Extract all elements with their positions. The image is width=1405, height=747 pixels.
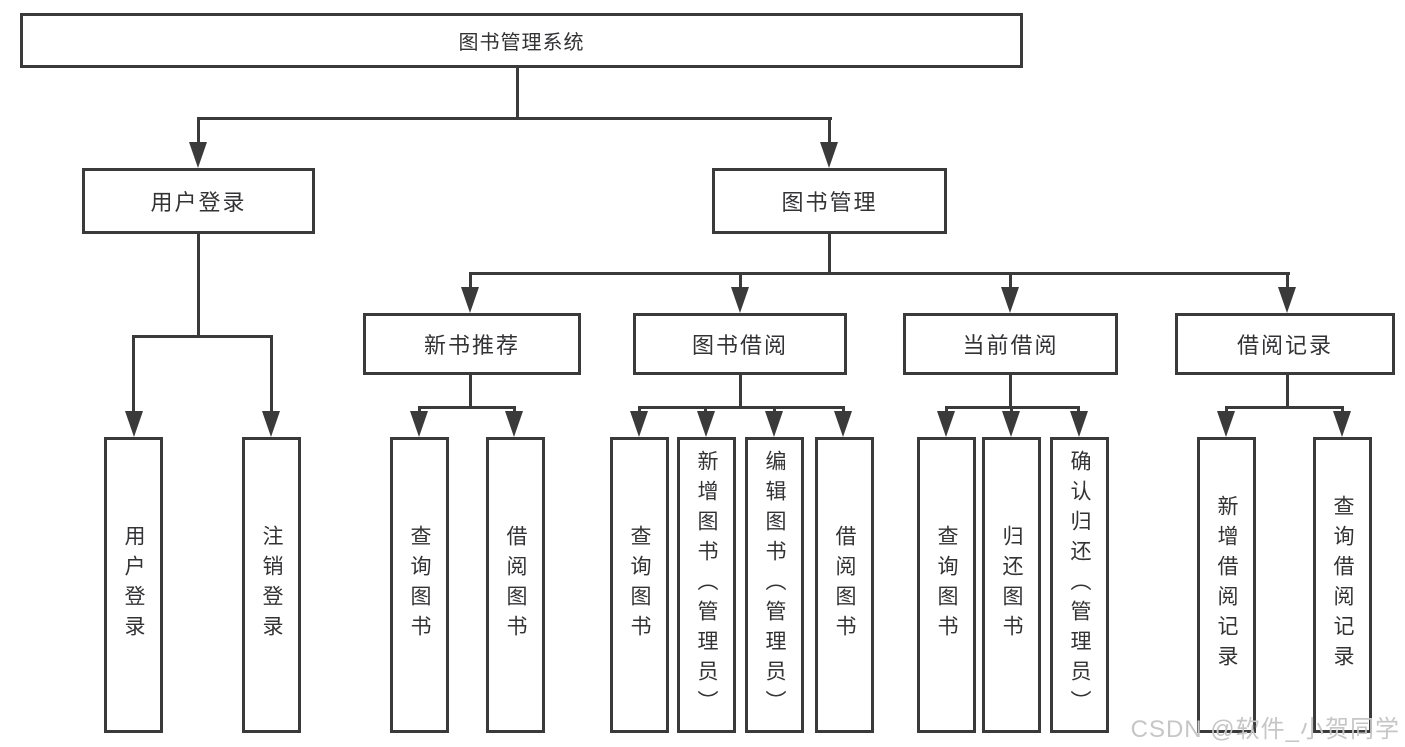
connector-groupA-drop — [469, 375, 472, 408]
arrow-to-book-mgmt — [820, 142, 838, 168]
leaf-label: 新增图书（管理员） — [695, 450, 719, 720]
leaf-label: 新增借阅记录 — [1215, 495, 1239, 675]
leaf-label: 借阅图书 — [504, 525, 528, 645]
connector-groupC-stub-3 — [1077, 406, 1080, 414]
arrow-to-leaf-logout — [262, 411, 280, 437]
leaf-label: 确认归还（管理员） — [1068, 450, 1092, 720]
leaf-borrow-books-2: 借阅图书 — [815, 437, 874, 733]
leaf-query-books-2: 查询图书 — [610, 437, 669, 733]
connector-bookmgmt-drop — [828, 234, 831, 274]
connector-groupA-bus — [418, 406, 516, 409]
connector-root-bus — [197, 117, 832, 120]
leaf-confirm-return-admin: 确认归还（管理员） — [1050, 437, 1109, 733]
connector-bookmgmt-stub-3 — [1009, 272, 1012, 289]
connector-bookmgmt-stub-1 — [469, 272, 472, 289]
connector-groupD-drop — [1286, 375, 1289, 408]
leaf-label: 编辑图书（管理员） — [763, 450, 787, 720]
arrow-groupA-leaf-2 — [505, 411, 523, 437]
connector-groupB-drop — [739, 375, 742, 408]
arrow-groupD-leaf-2 — [1333, 411, 1351, 437]
leaf-label: 归还图书 — [1000, 525, 1024, 645]
connector-groupD-bus — [1225, 406, 1343, 409]
connector-root-drop — [516, 68, 519, 117]
connector-groupC-stub-2 — [1010, 406, 1013, 414]
leaf-add-books-admin: 新增图书（管理员） — [677, 437, 736, 733]
connector-groupB-bus — [638, 406, 845, 409]
connector-bookmgmt-stub-2 — [739, 272, 742, 289]
connector-bookmgmt-bus — [469, 272, 1290, 275]
leaf-label: 注销登录 — [260, 525, 284, 645]
arrow-groupC-leaf-2 — [1002, 411, 1020, 437]
node-new-book-recommend: 新书推荐 — [363, 313, 581, 375]
arrow-groupB-leaf-2 — [697, 411, 715, 437]
arrow-to-book-borrow — [731, 287, 749, 313]
leaf-label: 查询图书 — [408, 525, 432, 645]
leaf-label: 用户登录 — [122, 525, 146, 645]
leaf-query-books-1: 查询图书 — [390, 437, 449, 733]
node-user-login: 用户登录 — [82, 168, 315, 234]
arrow-groupC-leaf-3 — [1070, 411, 1088, 437]
node-root-library-system: 图书管理系统 — [20, 13, 1023, 68]
leaf-query-books-3: 查询图书 — [917, 437, 976, 733]
connector-root-stub-right — [828, 117, 831, 145]
connector-userlogin-drop — [197, 234, 200, 335]
connector-groupB-stub-4 — [842, 406, 845, 414]
leaf-edit-books-admin: 编辑图书（管理员） — [745, 437, 804, 733]
connector-groupC-drop — [1009, 375, 1012, 408]
csdn-watermark: CSDN @软件_小贺同学 — [1130, 716, 1400, 743]
leaf-label: 借阅图书 — [833, 525, 857, 645]
arrow-to-current-borrow — [1001, 287, 1019, 313]
arrow-groupC-leaf-1 — [937, 411, 955, 437]
connector-root-stub-left — [197, 117, 200, 145]
connector-userlogin-stub-1 — [132, 335, 135, 413]
leaf-label: 查询图书 — [935, 525, 959, 645]
arrow-groupA-leaf-1 — [410, 411, 428, 437]
leaf-label: 查询图书 — [628, 525, 652, 645]
arrow-groupB-leaf-4 — [834, 411, 852, 437]
leaf-query-borrow-record: 查询借阅记录 — [1313, 437, 1372, 733]
connector-groupD-stub-1 — [1225, 406, 1228, 414]
arrow-to-user-login — [189, 142, 207, 168]
node-borrow-records: 借阅记录 — [1175, 313, 1395, 375]
arrow-to-new-book-recommend — [461, 287, 479, 313]
connector-groupB-stub-3 — [773, 406, 776, 414]
connector-userlogin-bus — [132, 335, 273, 338]
connector-groupB-stub-2 — [704, 406, 707, 414]
connector-groupA-stub-1 — [418, 406, 421, 414]
connector-groupC-stub-1 — [945, 406, 948, 414]
leaf-user-login: 用户登录 — [104, 437, 163, 733]
leaf-borrow-books-1: 借阅图书 — [486, 437, 545, 733]
connector-bookmgmt-stub-4 — [1286, 272, 1289, 289]
arrow-groupB-leaf-3 — [765, 411, 783, 437]
connector-groupD-stub-2 — [1341, 406, 1344, 414]
arrow-to-borrow-records — [1278, 287, 1296, 313]
connector-groupA-stub-2 — [513, 406, 516, 414]
arrow-to-leaf-user-login — [125, 411, 143, 437]
arrow-groupB-leaf-1 — [630, 411, 648, 437]
node-book-mgmt: 图书管理 — [712, 168, 947, 234]
connector-userlogin-stub-2 — [270, 335, 273, 413]
leaf-label: 查询借阅记录 — [1331, 495, 1355, 675]
leaf-return-books: 归还图书 — [982, 437, 1041, 733]
leaf-logout: 注销登录 — [242, 437, 301, 733]
connector-groupB-stub-1 — [638, 406, 641, 414]
node-book-borrow: 图书借阅 — [633, 313, 847, 375]
leaf-add-borrow-record: 新增借阅记录 — [1197, 437, 1256, 733]
arrow-groupD-leaf-1 — [1217, 411, 1235, 437]
node-current-borrow: 当前借阅 — [903, 313, 1118, 375]
